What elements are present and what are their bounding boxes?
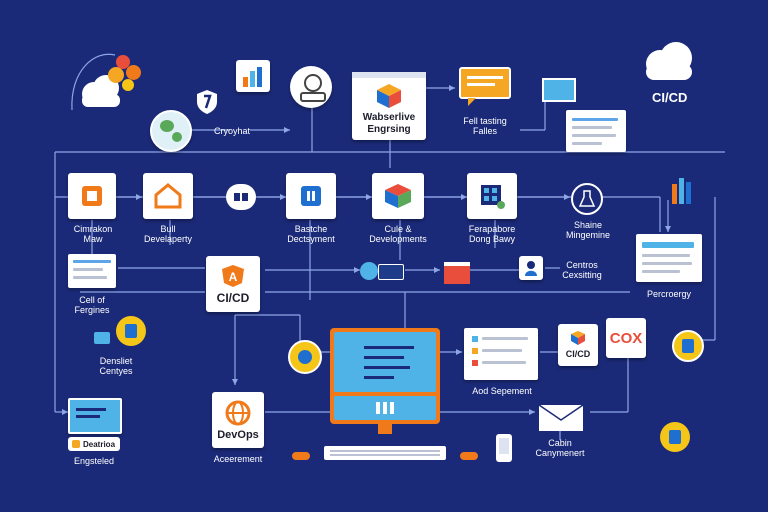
svg-text:A: A xyxy=(229,270,238,284)
top-right-title: CI/CD xyxy=(652,90,688,105)
cabin-label-b: Canymenert xyxy=(535,448,585,458)
feedback-label: Fell tasting Falles xyxy=(463,116,507,136)
row1-label-1a: Cimrakon xyxy=(73,224,113,234)
flask-icon xyxy=(578,190,596,207)
row1-label-5a: Ferapabore xyxy=(468,224,516,234)
cryptist-label: Cryoyhat xyxy=(214,126,251,136)
cicd-box[interactable]: A CI/CD xyxy=(206,256,260,312)
monitor-stand xyxy=(378,424,392,434)
report-doc xyxy=(566,110,626,152)
row1-node-4[interactable] xyxy=(372,173,424,219)
badge-circle-left xyxy=(116,316,146,346)
centro-label-a: Centros xyxy=(566,260,598,270)
globe-icon xyxy=(150,110,192,152)
keyboard[interactable] xyxy=(324,446,446,460)
row1-label-2a: Bull xyxy=(160,224,176,234)
row1-label-4a: Cule & xyxy=(384,224,412,234)
monitor-lower-panel xyxy=(334,396,436,420)
person-icon xyxy=(525,261,537,276)
cicd-small-box[interactable]: CI/CD xyxy=(558,324,598,366)
aod-label: Aod Sepement xyxy=(472,386,532,396)
row2-left-label-b: Fergines xyxy=(74,305,110,315)
badge-pill-text: Deatrioa xyxy=(83,439,116,449)
cube-icon xyxy=(377,84,401,108)
box-icon xyxy=(301,186,321,206)
user-toggle-node[interactable] xyxy=(360,262,378,280)
devops-label: Aceerement xyxy=(213,454,263,464)
toggle-pill[interactable] xyxy=(378,264,404,280)
cox-label: COX xyxy=(609,329,643,347)
analytics-box xyxy=(236,60,270,92)
row1-label-6a: Shaine xyxy=(573,220,603,230)
monitor-screen xyxy=(334,332,436,392)
laptop-screen xyxy=(68,398,122,434)
cloud-icon-right xyxy=(646,42,692,80)
shield-icon xyxy=(197,90,217,114)
row2-left-label-a: Cell of xyxy=(79,295,105,305)
bar-chart-icon xyxy=(243,67,262,87)
row1-label-1b: Maw xyxy=(83,234,103,244)
row1-node-5[interactable] xyxy=(467,173,517,219)
angular-icon: A xyxy=(222,265,244,287)
stacked-bars-icon xyxy=(672,178,694,204)
percoremy-label: Percroergy xyxy=(646,289,691,299)
badge-pill: Deatrioa xyxy=(68,437,120,451)
toggle-switch-node[interactable] xyxy=(226,184,256,210)
cicd-box-label: CI/CD xyxy=(216,291,250,305)
gear-cluster-icon xyxy=(108,55,144,91)
badge-circle-bottom-right xyxy=(660,422,690,452)
devops-box[interactable]: DevOps xyxy=(212,392,264,448)
cicd-small-label: CI/CD xyxy=(565,349,591,359)
row1-label-5b: Dong Bawy xyxy=(468,234,516,244)
computer-monitor xyxy=(330,328,440,424)
mouse-right xyxy=(460,452,478,460)
row1-node-3[interactable] xyxy=(286,173,336,219)
folder-icon xyxy=(444,262,470,284)
profile-circle xyxy=(290,66,332,108)
row1-node-1[interactable] xyxy=(68,173,116,219)
badge-circle-mid xyxy=(288,340,322,374)
row1-label-3a: Bastche xyxy=(294,224,328,234)
cox-box[interactable]: COX xyxy=(606,318,646,358)
devops-box-label: DevOps xyxy=(217,428,259,441)
dental-label-b: Centyes xyxy=(99,366,133,376)
checklist-doc xyxy=(464,328,538,380)
row1-label-3b: Dectsyment xyxy=(287,234,335,244)
row1-label-6b: Mingemine xyxy=(565,230,611,240)
engsterd-label: Engsteled xyxy=(73,456,115,466)
center-top-box-label: Wabserlive Engrsing xyxy=(362,112,416,135)
cabin-label-a: Cabin xyxy=(548,438,572,448)
chat-icon-small xyxy=(94,332,110,344)
envelope-icon xyxy=(538,404,584,431)
house-icon xyxy=(154,183,182,209)
flag-icon xyxy=(542,78,576,102)
row1-node-2[interactable] xyxy=(143,173,193,219)
profile-node[interactable] xyxy=(519,256,543,280)
cube-color-icon xyxy=(385,184,411,208)
flask-circle[interactable] xyxy=(571,183,603,215)
devops-globe-icon xyxy=(225,400,251,425)
chat-bubble-icon xyxy=(459,67,511,106)
row1-label-2b: Develaperty xyxy=(143,234,193,244)
spec-doc xyxy=(636,234,702,282)
row1-label-4b: Developments xyxy=(369,234,427,244)
center-top-box: Wabserlive Engrsing xyxy=(352,72,426,140)
terminal-icon xyxy=(82,186,102,206)
centro-label-b: Cexsitting xyxy=(562,270,602,280)
server-grid-icon xyxy=(481,185,505,209)
dental-label-a: Densliet xyxy=(99,356,133,366)
badge-circle-right xyxy=(672,330,704,362)
mouse-left xyxy=(292,452,310,460)
cube-small-icon xyxy=(571,331,585,345)
config-doc xyxy=(68,254,116,288)
phone-icon xyxy=(496,434,512,462)
